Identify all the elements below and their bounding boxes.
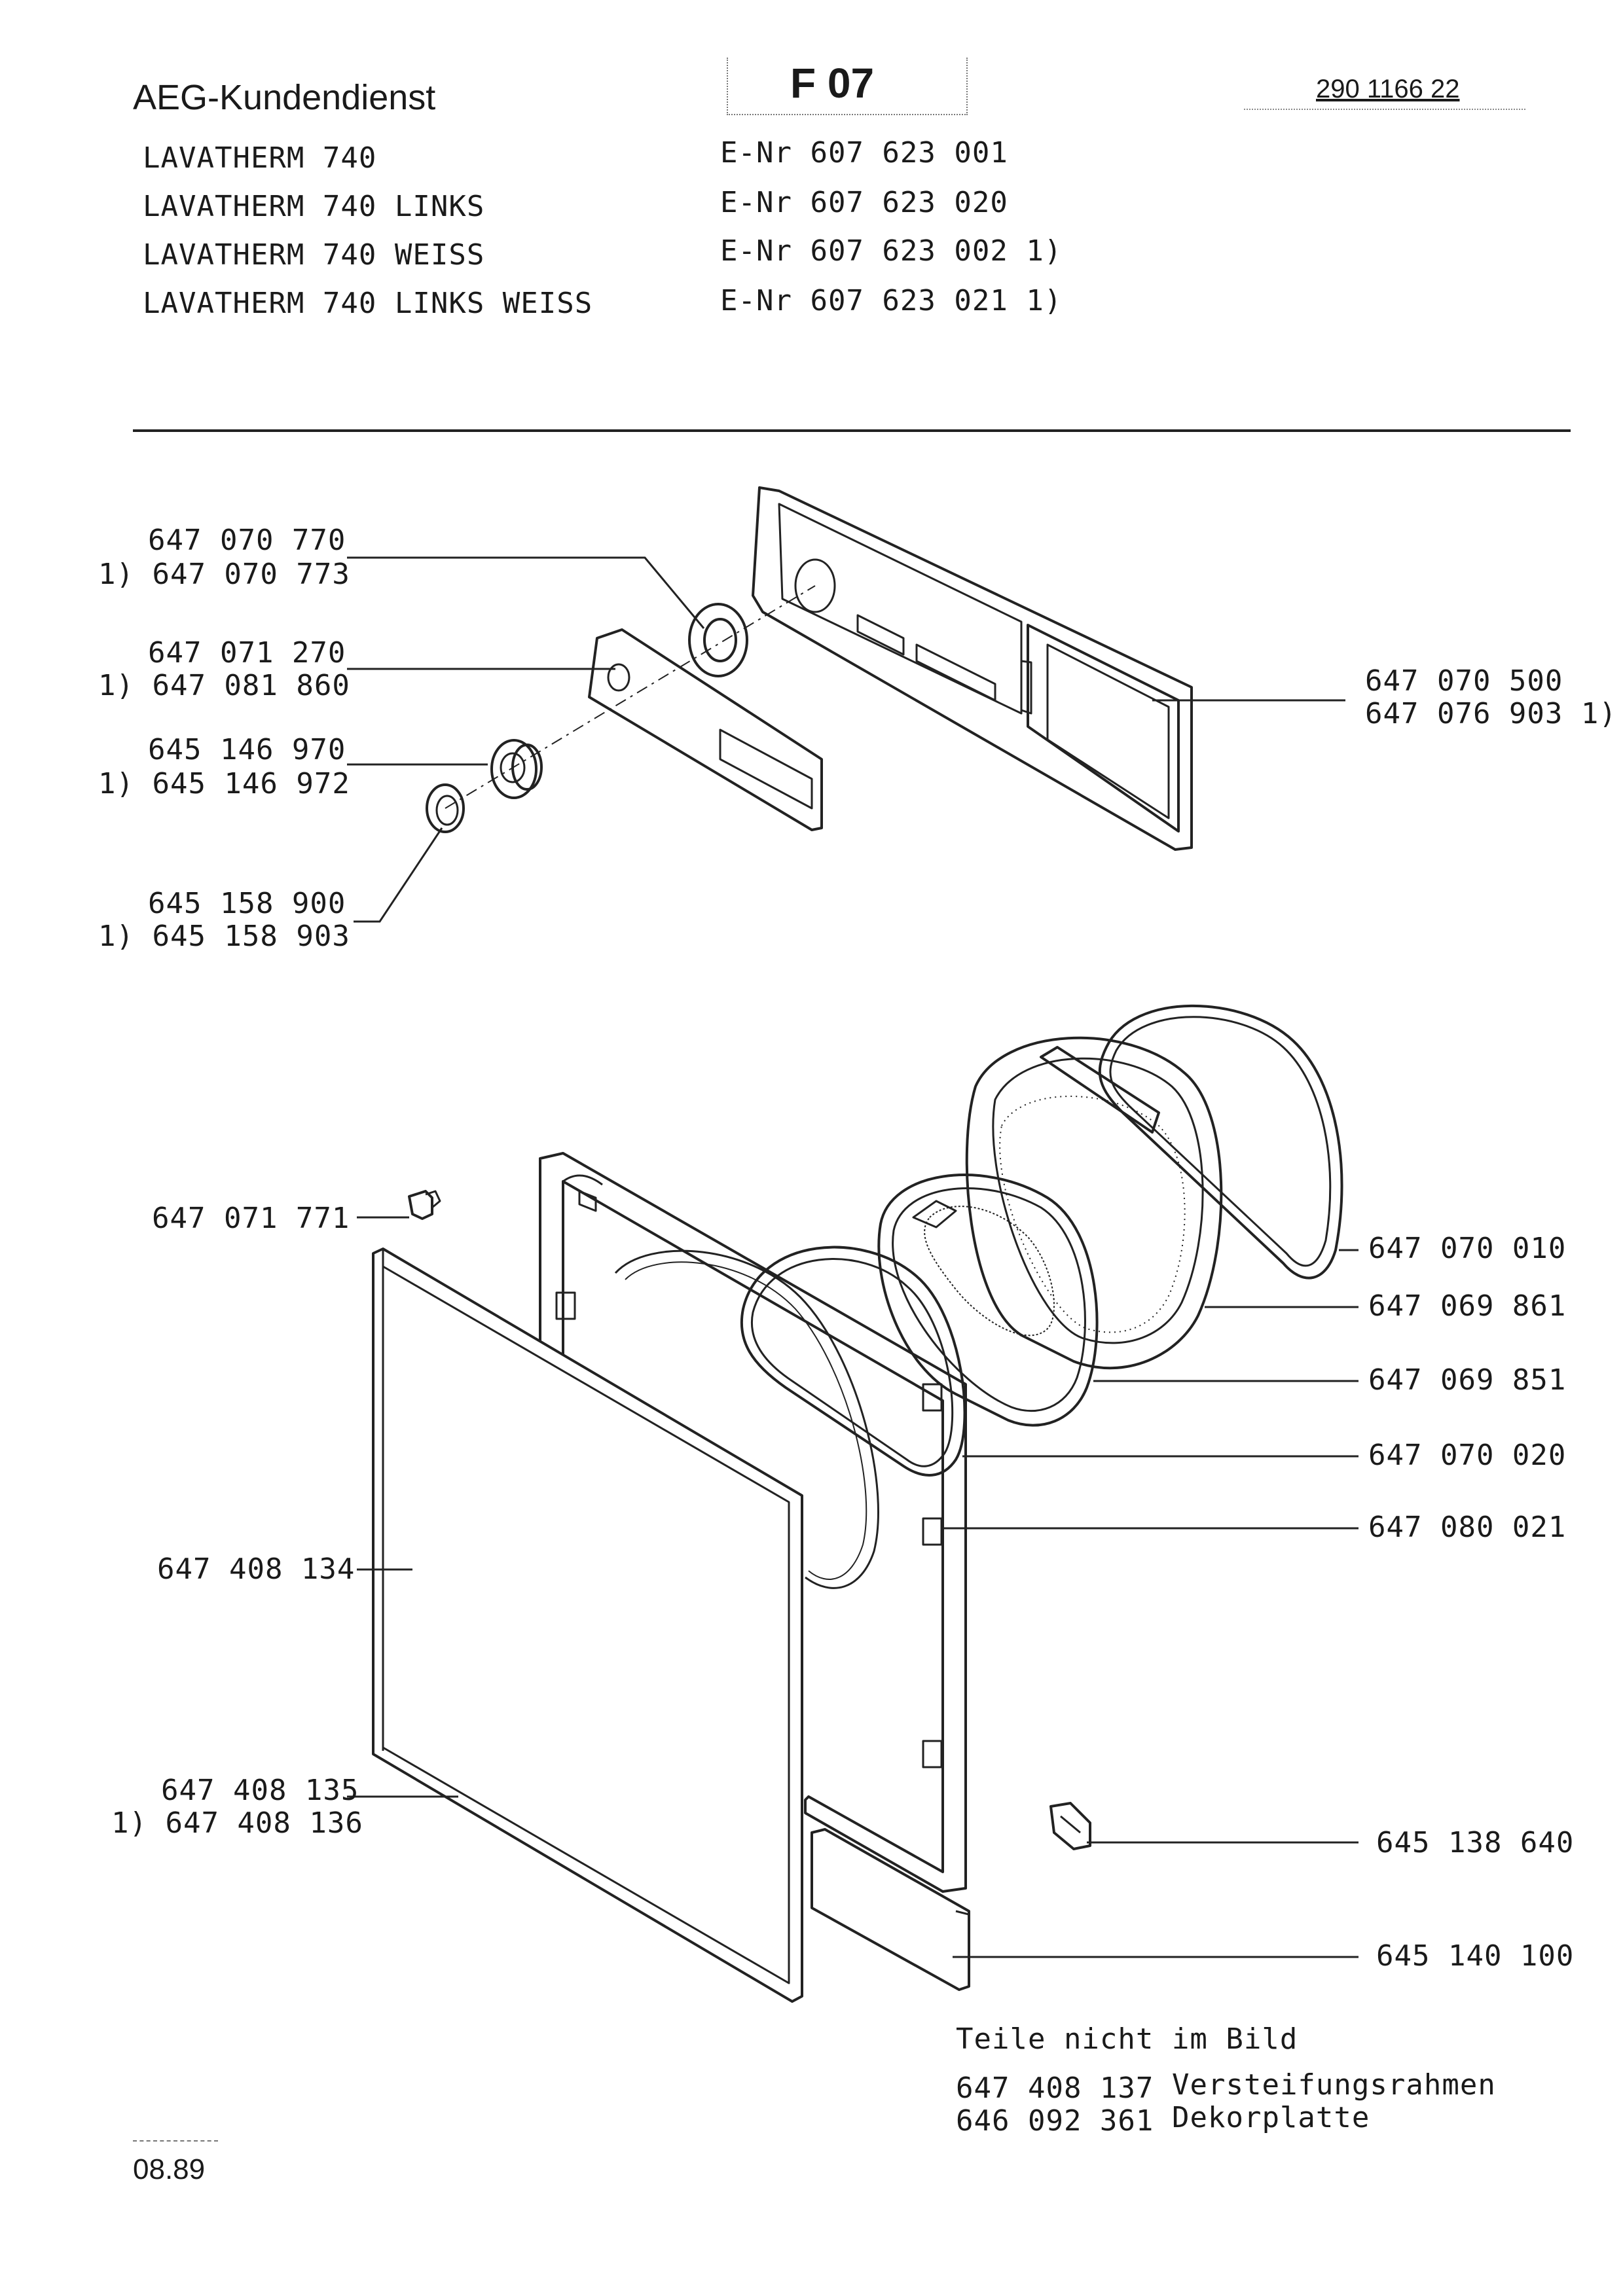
- callout-part-number: 645 140 100: [1376, 1939, 1575, 1973]
- callout-part-number: 647 071 771: [152, 1202, 350, 1235]
- callout-part-number: 647 408 135: [161, 1774, 359, 1807]
- callout-part-number-alt: 1) 647 408 136: [111, 1806, 363, 1840]
- model-name-3: LAVATHERM 740 WEISS: [143, 238, 485, 272]
- callout-part-number: 645 146 970: [148, 733, 346, 766]
- callout-part-number: 647 071 270: [148, 636, 346, 670]
- door-hinge-clip: [408, 1190, 441, 1220]
- callout-part-number-alt: 1) 645 158 903: [98, 920, 350, 953]
- callout-part-number: 645 138 640: [1376, 1826, 1575, 1859]
- callout-part-number: 645 158 900: [148, 887, 346, 920]
- parts-not-shown-heading: Teile nicht im Bild: [956, 2022, 1298, 2056]
- model-enr-1: E-Nr 607 623 001: [720, 136, 1008, 170]
- callout-part-number: 647 080 021: [1368, 1511, 1567, 1544]
- callout-part-number: 647 070 770: [148, 524, 346, 557]
- door-panel: [372, 1247, 803, 2003]
- model-name-1: LAVATHERM 740: [143, 141, 377, 175]
- door-latch: [1049, 1802, 1091, 1850]
- filter-frame: [877, 1174, 1099, 1427]
- header-divider: [133, 429, 1571, 432]
- footer-tick: [133, 2140, 218, 2142]
- callout-part-number-alt: 647 076 903 1): [1365, 697, 1617, 730]
- filter-gasket-back: [1098, 1004, 1343, 1280]
- callout-part-number-alt: 1) 647 070 773: [98, 558, 350, 591]
- model-enr-4: E-Nr 607 623 021 1): [720, 284, 1063, 317]
- door-seal: [740, 1246, 966, 1477]
- callout-part-number: 647 070 010: [1368, 1232, 1567, 1265]
- parts-not-shown-description: Dekorplatte: [1172, 2101, 1370, 2134]
- model-name-4: LAVATHERM 740 LINKS WEISS: [143, 287, 593, 320]
- leader-line: [354, 827, 443, 923]
- section-code-box: F 07: [727, 58, 968, 115]
- knob-ring: [688, 603, 748, 677]
- parts-not-shown-description: Versteifungsrahmen: [1172, 2068, 1496, 2102]
- document-number-rule: [1244, 109, 1525, 110]
- document-number: 290 1166 22: [1316, 75, 1460, 103]
- lint-filter: [965, 1036, 1223, 1370]
- callout-part-number: 647 070 020: [1368, 1439, 1567, 1472]
- revision-date: 08.89: [133, 2153, 206, 2185]
- knob-cap: [426, 783, 465, 833]
- callout-part-number-alt: 1) 645 146 972: [98, 767, 350, 800]
- panel-cover: [588, 628, 823, 831]
- callout-part-number: 647 069 851: [1368, 1363, 1567, 1397]
- callout-part-number: 647 070 500: [1365, 664, 1563, 698]
- callout-part-number-alt: 1) 647 081 860: [98, 669, 350, 702]
- control-panel-housing: [752, 486, 1193, 851]
- callout-part-number: 647 069 861: [1368, 1289, 1567, 1323]
- control-knob: [490, 739, 543, 799]
- leader-line: [347, 556, 705, 629]
- section-code: F 07: [790, 60, 875, 107]
- parts-not-shown-number: 646 092 361: [956, 2104, 1154, 2138]
- parts-not-shown-number: 647 408 137: [956, 2072, 1154, 2105]
- brand-title: AEG-Kundendienst: [133, 78, 436, 117]
- model-enr-3: E-Nr 607 623 002 1): [720, 234, 1063, 268]
- model-enr-2: E-Nr 607 623 020: [720, 186, 1008, 219]
- callout-part-number: 647 408 134: [157, 1552, 356, 1586]
- model-name-2: LAVATHERM 740 LINKS: [143, 190, 485, 223]
- base-trim-panel: [811, 1828, 970, 1991]
